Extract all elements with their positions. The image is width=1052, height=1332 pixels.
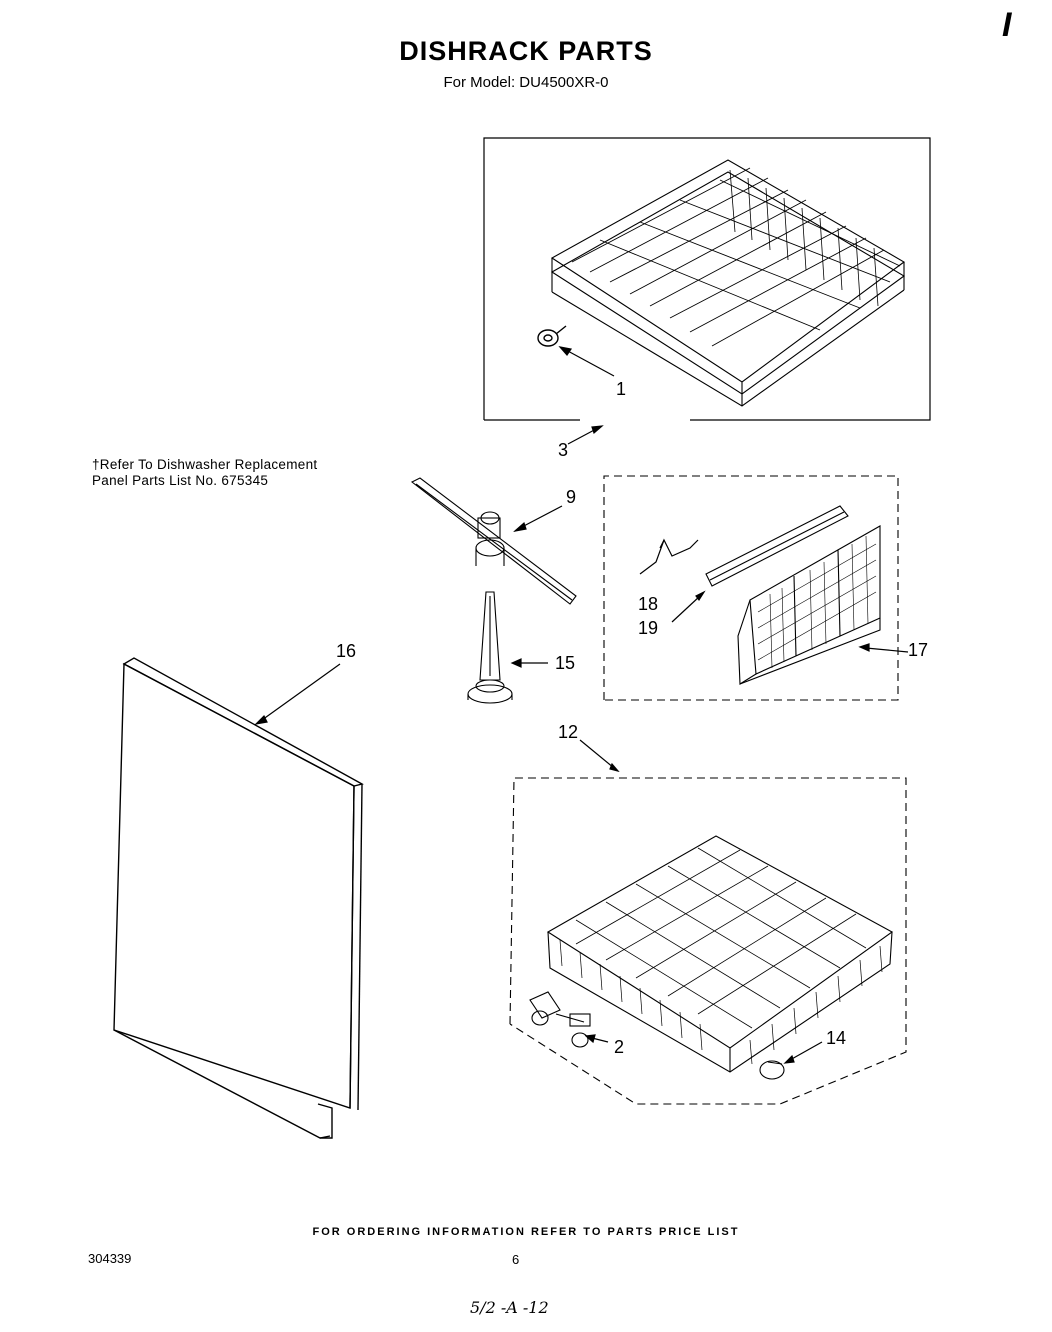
ordering-information-note: FOR ORDERING INFORMATION REFER TO PARTS … — [312, 1226, 740, 1238]
callout-18: 18 — [638, 594, 659, 614]
page-title: DISHRACK PARTS — [399, 36, 653, 66]
model-subtitle: For Model: DU4500XR-0 — [443, 74, 609, 91]
lower-rack-wheels — [529, 991, 591, 1048]
lower-dishrack — [546, 835, 894, 1073]
upper-rack-group — [483, 137, 931, 421]
spray-arm — [410, 477, 577, 605]
upper-rack-wheel — [537, 325, 567, 347]
handwritten-code: 5/2 -A -12 — [470, 1298, 549, 1317]
callout-2: 2 — [614, 1037, 625, 1057]
lower-rack-group — [509, 777, 907, 1105]
spray-tower — [467, 591, 513, 704]
upper-dishrack — [550, 159, 905, 407]
callout-14: 14 — [826, 1028, 847, 1048]
callout-19: 19 — [638, 618, 659, 638]
callout-15: 15 — [555, 653, 576, 673]
basket-clip — [639, 538, 699, 575]
callout-9: 9 — [566, 487, 577, 507]
basket-handle — [705, 505, 849, 587]
callout-16: 16 — [336, 641, 357, 661]
callout-1: 1 — [616, 379, 627, 399]
silverware-basket — [737, 525, 881, 685]
page-number: 6 — [512, 1252, 520, 1267]
document-number: 304339 — [88, 1251, 132, 1266]
replacement-note-line-2: Panel Parts List No. 675345 — [92, 473, 269, 488]
leader-lines — [254, 346, 909, 1064]
callout-17: 17 — [908, 640, 929, 660]
callout-12: 12 — [558, 722, 579, 742]
tine-cap — [759, 1060, 785, 1080]
callout-3: 3 — [558, 440, 569, 460]
silverware-basket-group — [603, 475, 899, 701]
replacement-note-line-1: †Refer To Dishwasher Replacement — [92, 457, 318, 472]
door-panel — [113, 657, 364, 1139]
corner-mark: I — [1002, 6, 1012, 44]
